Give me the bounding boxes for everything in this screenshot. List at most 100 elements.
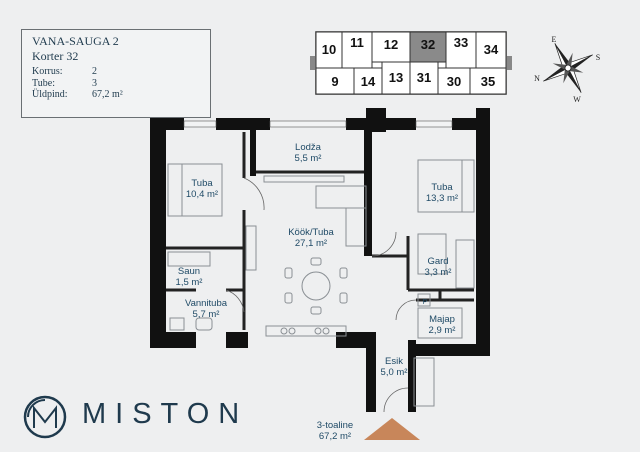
unit-label-34: 34 <box>484 42 499 57</box>
room-kook-tuba: Köök/Tuba 27,1 m² <box>276 227 346 249</box>
info-row-area: Üldpind: 67,2 m² <box>32 89 200 101</box>
unit-30-cell[interactable] <box>437 67 471 95</box>
rooms-label: Tube: <box>32 77 55 89</box>
unit-label-13: 13 <box>389 70 403 85</box>
unit-label-11: 11 <box>350 35 364 50</box>
exterior-walls <box>150 108 490 412</box>
wardrobe-hatching <box>455 239 475 289</box>
compass-west-label: W <box>573 95 581 104</box>
compass-south-label: S <box>596 53 600 62</box>
window-openings <box>183 120 453 128</box>
project-name: VANA-SAUGA 2 <box>32 34 119 48</box>
room-lodza-name: Lodža <box>295 142 321 153</box>
closet-label: P <box>422 299 428 306</box>
counter-top <box>315 185 367 209</box>
area-label: Üldpind: <box>32 89 68 100</box>
room-kook-tuba-area: 27,1 m² <box>294 238 328 249</box>
room-gard-area: 3,3 m² <box>424 267 452 278</box>
unit-label-30: 30 <box>447 74 461 89</box>
room-vannituba-area: 5,7 m² <box>192 309 220 320</box>
room-majap: Majap 2,9 m² <box>422 314 462 336</box>
room-kook-tuba-name: Köök/Tuba <box>288 227 334 238</box>
room-vannituba: Vannituba 5,7 m² <box>176 298 236 320</box>
closet-box <box>417 293 431 307</box>
unit-label-35: 35 <box>481 74 495 89</box>
unit-14-cell[interactable] <box>353 67 383 95</box>
doors <box>225 177 417 413</box>
rooms-value: 3 <box>92 77 97 89</box>
room-vannituba-name: Vannituba <box>184 298 228 309</box>
room-tuba-left-name: Tuba <box>191 178 213 189</box>
unit-31-cell[interactable] <box>409 61 439 95</box>
room-saun-name: Saun <box>177 266 201 277</box>
info-row-floor: Korrus: 2 <box>32 66 200 78</box>
unit-label-10: 10 <box>322 42 336 57</box>
kitchen-line <box>265 325 347 337</box>
dining-table-icon <box>301 271 331 301</box>
unit-9-cell[interactable] <box>315 67 355 95</box>
minimap-right-stair <box>506 56 512 70</box>
bed-left <box>181 163 223 217</box>
compass-star-icon <box>543 43 593 93</box>
room-lodza: Lodža 5,5 m² <box>282 142 334 164</box>
unit-label-31: 31 <box>417 70 431 85</box>
total-area: 67,2 m² <box>318 431 352 442</box>
unit-label-12: 12 <box>384 37 398 52</box>
floor-value: 2 <box>92 66 97 77</box>
room-saun-area: 1,5 m² <box>175 277 203 288</box>
unit-34-cell[interactable] <box>475 31 507 69</box>
kitchen-shelf <box>263 175 345 183</box>
sofa-side <box>245 225 257 271</box>
room-saun: Saun 1,5 m² <box>168 266 210 288</box>
unit-label-32: 32 <box>421 37 435 52</box>
building-minimap: 10 11 12 32 33 34 9 14 13 31 30 35 <box>310 31 512 95</box>
room-tuba-right-area: 13,3 m² <box>425 193 459 204</box>
compass-rose: E S N W <box>534 35 600 104</box>
room-majap-area: 2,9 m² <box>428 325 456 336</box>
utility-shelf <box>417 307 463 339</box>
unit-32-cell[interactable] <box>409 31 447 63</box>
unit-13-cell[interactable] <box>381 61 411 95</box>
brand-name: MISTON <box>82 398 249 430</box>
entrance-marker-icon <box>364 418 420 440</box>
room-majap-name: Majap <box>429 314 455 325</box>
compass-east-label: E <box>552 35 557 44</box>
apartment-total: 3-toaline 67,2 m² <box>300 420 370 442</box>
area-value: 67,2 m² <box>92 89 123 100</box>
minimap-left-stair <box>310 56 316 70</box>
apartment-info-box: VANA-SAUGA 2 Korter 32 Korrus: 2 Tube: 3… <box>21 29 211 118</box>
unit-33-cell[interactable] <box>445 31 477 69</box>
total-type-label: 3-toaline <box>316 420 354 431</box>
room-tuba-right: Tuba 13,3 m² <box>416 182 468 204</box>
furniture <box>167 159 475 407</box>
unit-label-14: 14 <box>361 74 376 89</box>
miston-logo-icon <box>23 395 67 439</box>
compass-north-label: N <box>534 74 540 83</box>
unit-35-cell[interactable] <box>469 67 507 95</box>
room-lodza-area: 5,5 m² <box>294 153 322 164</box>
room-esik-area: 5,0 m² <box>380 367 408 378</box>
room-tuba-left-area: 10,4 m² <box>185 189 219 200</box>
minimap-bottom-row <box>315 61 507 95</box>
counter-side <box>345 207 367 247</box>
room-gard-name: Gard <box>427 256 449 267</box>
unit-12-cell[interactable] <box>371 31 411 63</box>
floor-label: Korrus: <box>32 66 63 77</box>
unit-label-9: 9 <box>331 74 338 89</box>
toilet-icon <box>169 317 185 331</box>
entry-closet <box>413 357 435 407</box>
room-esik-name: Esik <box>385 356 403 367</box>
sink-icon <box>195 317 213 331</box>
apartment-number: Korter 32 <box>32 49 79 63</box>
interior-walls <box>166 132 474 330</box>
info-row-rooms: Tube: 3 <box>32 78 200 90</box>
bed-right <box>417 159 463 213</box>
minimap-top-row <box>315 31 507 69</box>
wardrobe-rack <box>417 233 447 275</box>
room-gard: Gard 3,3 m² <box>418 256 458 278</box>
room-esik: Esik 5,0 m² <box>372 356 416 378</box>
room-tuba-left: Tuba 10,4 m² <box>176 178 228 200</box>
sauna-bench <box>167 251 211 267</box>
room-tuba-right-name: Tuba <box>431 182 453 193</box>
